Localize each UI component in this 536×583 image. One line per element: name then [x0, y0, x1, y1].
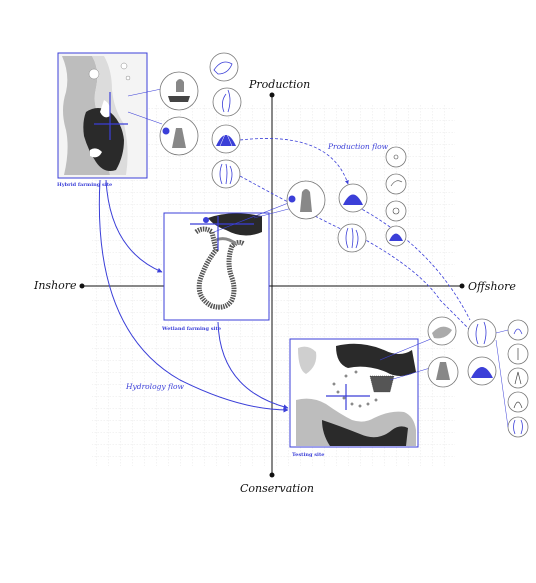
fish-icon: [209, 52, 239, 82]
seaweed-icon: [507, 416, 529, 438]
bird-icon: [507, 367, 529, 389]
fish-icon: [385, 173, 407, 195]
wetland-farming-site: Wetland farming site: [161, 212, 270, 332]
axis-left-dot: [79, 283, 85, 289]
wetland-site-label: Wetland farming site: [161, 326, 221, 332]
kelp-icon: [467, 318, 497, 348]
ring-icon: [385, 146, 407, 168]
center-icon-cluster: [286, 146, 407, 253]
connector-lines: [127, 87, 439, 381]
production-flow-label: Production flow: [327, 142, 389, 151]
hydrology-flow-label: Hydrology flow: [125, 382, 185, 391]
kelp-icon: [212, 87, 242, 117]
seaweed-icon: [337, 223, 367, 253]
testing-site: Testing site: [289, 338, 419, 458]
testing-site-label: Testing site: [292, 452, 324, 458]
testing-icon-cluster: [427, 316, 529, 438]
axis-bottom-dot: [269, 472, 275, 478]
axis-label-top: Production: [248, 78, 310, 91]
kelp-icon: [507, 319, 529, 341]
shell-icon: [385, 200, 407, 222]
hybrid-site-label: Hybrid farming site: [57, 182, 112, 188]
axis-top-dot: [269, 92, 275, 98]
hydrology-flow: Hydrology flow: [98, 179, 289, 413]
axes: Production Conservation Inshore Offshore: [33, 78, 516, 495]
axis-label-left: Inshore: [33, 279, 77, 292]
hybrid-farming-site: Hybrid farming site: [57, 52, 148, 188]
axis-right-dot: [459, 283, 465, 289]
seaweed-icon: [211, 159, 241, 189]
axis-label-right: Offshore: [468, 280, 516, 293]
axis-label-bottom: Conservation: [240, 482, 314, 495]
hybrid-icon-cluster: [159, 52, 242, 189]
